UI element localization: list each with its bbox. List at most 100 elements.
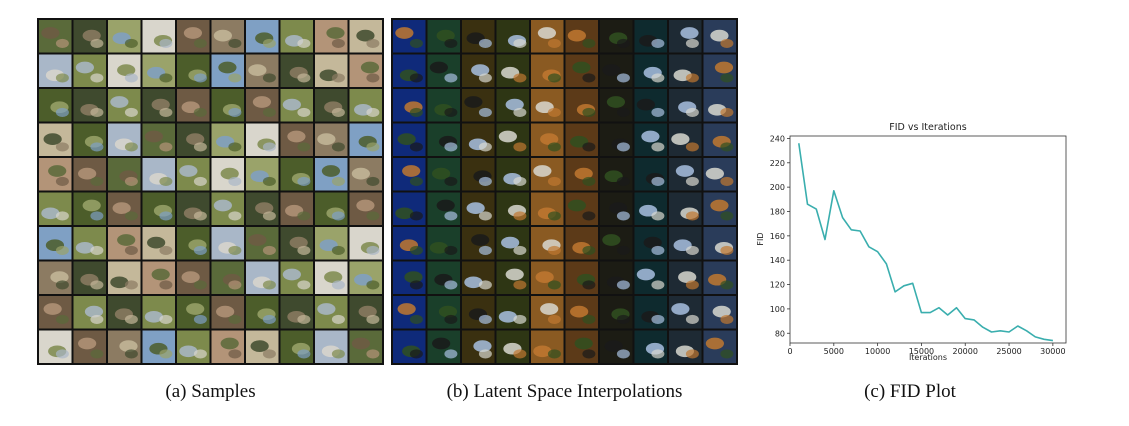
sample-tile	[108, 296, 141, 329]
interp-tile	[669, 296, 702, 329]
interp-tile	[634, 89, 667, 122]
sample-tile	[177, 192, 210, 225]
sample-tile	[39, 158, 72, 191]
interp-tile	[634, 227, 667, 260]
sample-tile	[315, 227, 348, 260]
x-axis-label: Iterations	[909, 353, 947, 362]
sample-tile	[177, 227, 210, 260]
interp-tile	[496, 20, 529, 53]
interp-tile	[634, 330, 667, 363]
sample-tile	[177, 261, 210, 294]
interp-tile	[462, 89, 495, 122]
sample-tile	[177, 330, 210, 363]
interp-tile	[496, 192, 529, 225]
interp-tile	[565, 54, 598, 87]
sample-tile	[280, 296, 313, 329]
interp-tile	[565, 20, 598, 53]
interp-tile	[703, 261, 736, 294]
interp-tile	[427, 54, 460, 87]
interp-tile	[669, 330, 702, 363]
sample-tile	[142, 158, 175, 191]
sample-tile	[349, 20, 382, 53]
sample-tile	[108, 158, 141, 191]
sample-tile	[246, 20, 279, 53]
sample-tile	[315, 89, 348, 122]
sample-tile	[246, 330, 279, 363]
sample-tile	[39, 20, 72, 53]
sample-tile	[142, 261, 175, 294]
caption-interpolations: (b) Latent Space Interpolations	[446, 381, 683, 402]
sample-tile	[142, 296, 175, 329]
sample-tile	[177, 20, 210, 53]
interp-tile	[427, 296, 460, 329]
interp-tile	[462, 296, 495, 329]
sample-tile	[142, 330, 175, 363]
interp-tile	[427, 330, 460, 363]
fid-series	[798, 143, 1054, 342]
x-tick-label: 15000	[909, 347, 934, 356]
interp-tile	[565, 123, 598, 156]
sample-tile	[280, 330, 313, 363]
sample-tile	[39, 54, 72, 87]
sample-tile	[211, 330, 244, 363]
sample-tile	[73, 330, 106, 363]
interp-tile	[634, 296, 667, 329]
sample-tile	[349, 192, 382, 225]
sample-tile	[211, 261, 244, 294]
sample-tile	[349, 54, 382, 87]
interp-tile	[703, 296, 736, 329]
sample-tile	[315, 296, 348, 329]
interp-tile	[427, 227, 460, 260]
sample-tile	[349, 89, 382, 122]
x-tick-label: 20000	[953, 347, 978, 356]
sample-tile	[108, 227, 141, 260]
sample-tile	[142, 89, 175, 122]
interp-tile	[531, 158, 564, 191]
interp-tile	[600, 192, 633, 225]
sample-tile	[315, 330, 348, 363]
sample-tile	[246, 158, 279, 191]
interp-tile	[393, 54, 426, 87]
interp-tile	[703, 158, 736, 191]
sample-tile	[280, 192, 313, 225]
sample-tile	[73, 192, 106, 225]
interp-tile	[634, 20, 667, 53]
interp-tile	[669, 20, 702, 53]
interp-tile	[462, 123, 495, 156]
chart-title: FID vs Iterations	[889, 122, 966, 133]
sample-tile	[39, 123, 72, 156]
interp-tile	[462, 192, 495, 225]
sample-tile	[39, 192, 72, 225]
interp-tile	[462, 20, 495, 53]
sample-tile	[211, 54, 244, 87]
interp-tile	[496, 158, 529, 191]
interp-tile	[703, 123, 736, 156]
interp-tile	[634, 192, 667, 225]
sample-tile	[142, 192, 175, 225]
sample-tile	[73, 20, 106, 53]
sample-tile	[246, 296, 279, 329]
interp-tile	[462, 261, 495, 294]
interp-tile	[531, 192, 564, 225]
sample-tile	[211, 227, 244, 260]
sample-tile	[211, 123, 244, 156]
interp-tile	[531, 296, 564, 329]
interp-tile	[531, 330, 564, 363]
interp-tile	[703, 20, 736, 53]
interp-tile	[634, 54, 667, 87]
interp-tile	[600, 54, 633, 87]
sample-tile	[108, 89, 141, 122]
sample-tile	[108, 330, 141, 363]
interp-tile	[393, 20, 426, 53]
interp-tile	[669, 192, 702, 225]
samples-grid	[37, 18, 384, 365]
interp-tile	[462, 227, 495, 260]
x-tick-label: 10000	[865, 347, 890, 356]
sample-tile	[315, 123, 348, 156]
plot-frame	[789, 135, 1067, 344]
sample-tile	[211, 192, 244, 225]
interp-tile	[600, 20, 633, 53]
x-tick-label: 25000	[996, 347, 1021, 356]
sample-tile	[280, 227, 313, 260]
